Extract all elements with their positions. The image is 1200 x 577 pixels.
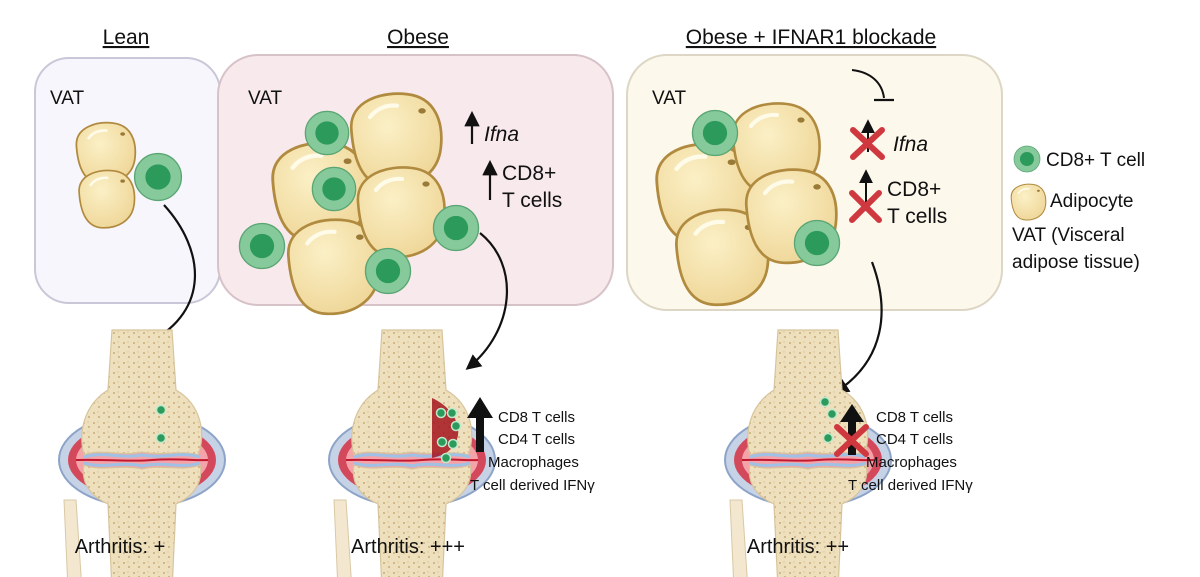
lean-migration-arrow — [147, 204, 196, 344]
blockade-title: Obese + IFNAR1 blockade — [686, 26, 936, 49]
joint-list-item: T cell derived IFNγ — [848, 477, 973, 494]
blockade-ifna-label: Ifna — [893, 133, 928, 156]
t-cell — [364, 247, 412, 295]
joint-list-item: CD8 T cells — [498, 409, 575, 426]
t-cell — [238, 222, 286, 270]
adipocyte — [355, 165, 447, 260]
joint-list-item: Macrophages — [488, 454, 579, 471]
joint-list-item: CD8 T cells — [876, 409, 953, 426]
joint-t-cell — [436, 436, 448, 448]
lean-outcome: Arthritis: + — [75, 536, 166, 558]
obese-cd8-line1: CD8+ — [502, 162, 556, 185]
obese-ifna-label: Ifna — [484, 123, 519, 146]
joint-t-cell — [155, 432, 167, 444]
blockade-migration-arrow — [833, 261, 883, 394]
legend-t-cell-label: CD8+ T cell — [1046, 150, 1145, 171]
lean-panel: Lean VAT Arthritis: + — [34, 26, 227, 577]
legend-vat-line2: adipose tissue) — [1012, 252, 1140, 273]
cd8-cross-icon — [849, 190, 882, 223]
joint-increase-arrow — [467, 397, 493, 452]
legend-t-cell-icon — [1013, 145, 1041, 173]
blockade-cd8-line1: CD8+ — [887, 178, 941, 201]
t-cell — [432, 204, 480, 252]
t-cell — [311, 166, 357, 212]
blockade-cd8-line2: T cells — [887, 205, 947, 228]
joint-cross-icon — [834, 424, 869, 457]
joint-t-cell — [155, 404, 167, 416]
obese-migration-arrow — [465, 232, 508, 370]
obese-panel: Obese VAT Ifna CD8+ T cells CD8 T cells … — [217, 26, 614, 577]
lean-vat-label: VAT — [50, 88, 85, 109]
lean-title: Lean — [103, 26, 150, 49]
joint-list-item: Macrophages — [866, 454, 957, 471]
joint-increase-arrow — [840, 404, 864, 455]
joint-list-item: T cell derived IFNγ — [470, 477, 595, 494]
joint-t-cell — [447, 438, 459, 450]
legend: CD8+ T cell Adipocyte VAT (Visceral adip… — [1010, 145, 1145, 273]
obese-title: Obese — [387, 26, 449, 49]
blockade-panel: Obese + IFNAR1 blockade VAT Ifna CD8+ T … — [626, 26, 1003, 577]
legend-adipocyte-icon — [1010, 183, 1047, 221]
joint-t-cell — [819, 396, 831, 408]
ifna-cross-icon — [850, 127, 885, 160]
joint-t-cell — [822, 432, 834, 444]
legend-adipocyte-label: Adipocyte — [1050, 191, 1133, 212]
joint-t-cell — [440, 452, 452, 464]
joint-t-cell — [435, 407, 447, 419]
obese-cd8-line2: T cells — [502, 189, 562, 212]
t-cell — [133, 152, 183, 202]
joint-list-item: CD4 T cells — [498, 431, 575, 448]
legend-vat-line1: VAT (Visceral — [1012, 225, 1125, 246]
joint-t-cell — [450, 420, 462, 432]
t-cell — [304, 110, 350, 156]
obese-vat-label: VAT — [248, 88, 283, 109]
t-cell — [793, 219, 841, 267]
joint-t-cell — [446, 407, 458, 419]
joint-list-item: CD4 T cells — [876, 431, 953, 448]
blockade-outcome: Arthritis: ++ — [747, 536, 849, 558]
inhibition-arrow — [851, 69, 885, 99]
blockade-vat-label: VAT — [652, 88, 687, 109]
t-cell — [691, 109, 739, 157]
joint-t-cell — [826, 408, 838, 420]
adipocyte — [77, 169, 136, 230]
obese-outcome: Arthritis: +++ — [351, 536, 465, 558]
